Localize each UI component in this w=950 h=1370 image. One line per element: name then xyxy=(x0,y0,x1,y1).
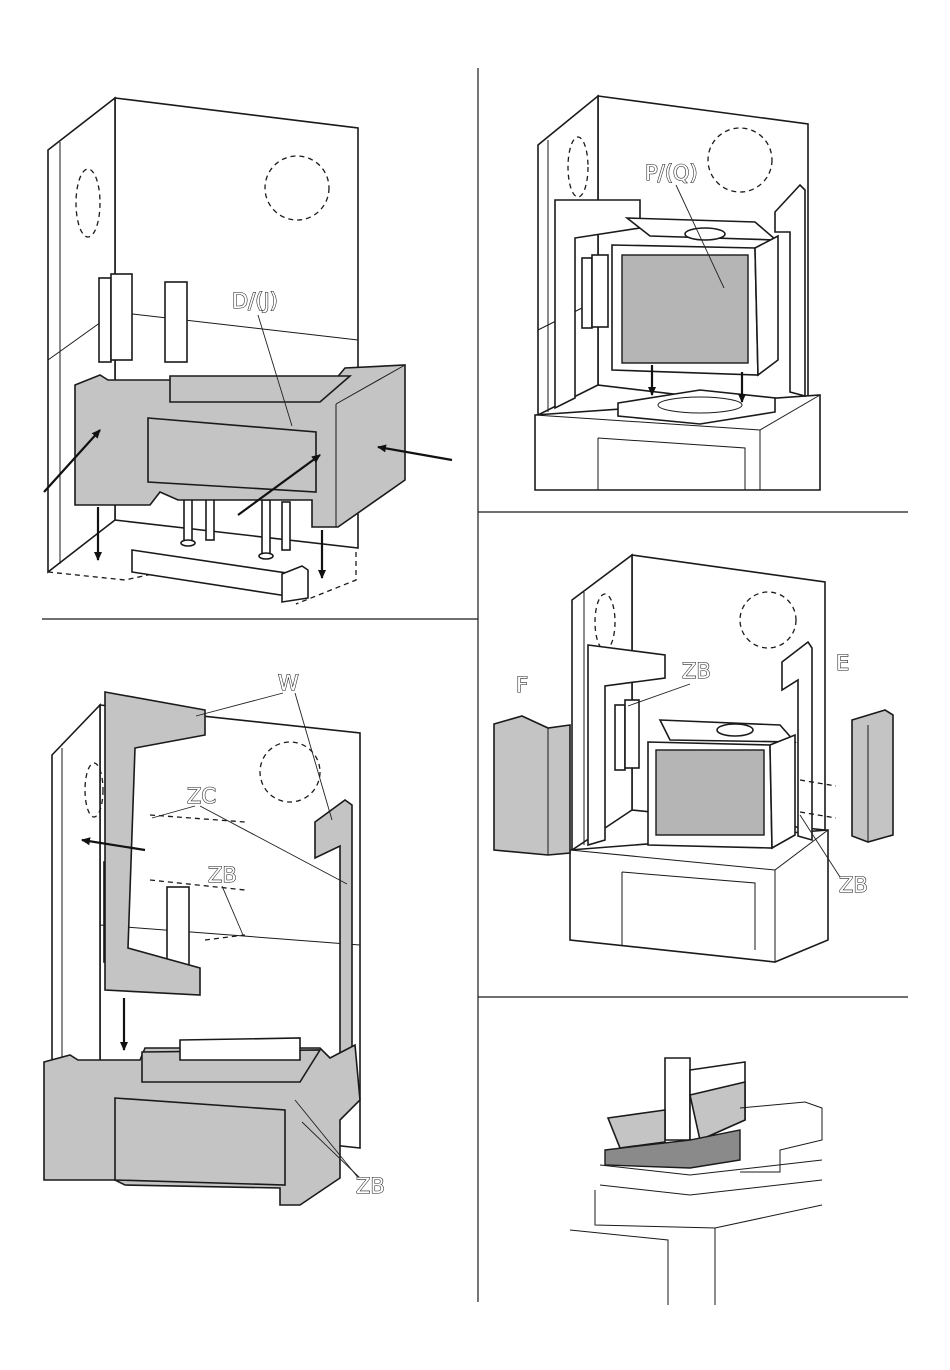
label-p-q: P/(Q) xyxy=(645,161,698,185)
step1-figure xyxy=(44,98,452,604)
label-zb-step4-top: ZB xyxy=(682,659,711,683)
label-f: F xyxy=(516,673,528,697)
step5-detail-figure xyxy=(570,1058,822,1305)
label-w: W xyxy=(278,671,299,695)
step2-figure xyxy=(535,96,820,490)
step3-figure xyxy=(44,692,360,1205)
step4-figure xyxy=(494,555,893,962)
label-zb-upper: ZB xyxy=(208,863,237,887)
label-e: E xyxy=(836,651,849,675)
label-zb-step4-right: ZB xyxy=(839,873,868,897)
label-zc: ZC xyxy=(187,784,216,808)
label-zb-lower: ZB xyxy=(356,1174,385,1198)
label-d-j: D/(J) xyxy=(232,289,278,313)
